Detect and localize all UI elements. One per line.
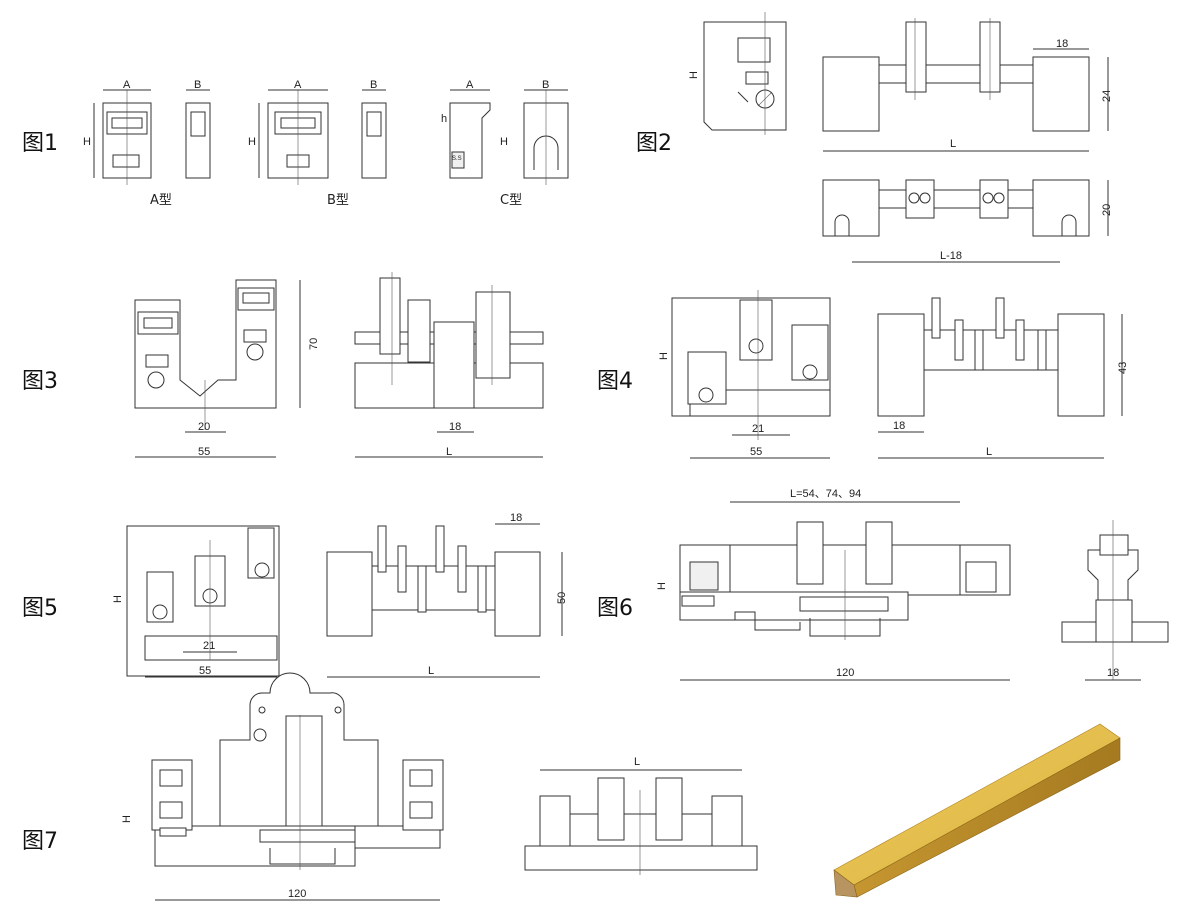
f1-a-dim: A — [123, 79, 131, 91]
figure-7-drawings: H 120 L — [121, 672, 758, 901]
figure-7-label: 图7 — [22, 829, 58, 854]
f1-b-type-a-dim: A — [294, 79, 302, 91]
figure-6-drawings: L=54、74、94 H 120 18 — [656, 488, 1169, 681]
f3-70-dim: 70 — [308, 338, 320, 350]
f7-l-dim: L — [634, 756, 640, 768]
f7-120-dim: 120 — [288, 888, 306, 900]
figure-4-label: 图4 — [597, 369, 633, 394]
figure-5-drawings: H 21 55 18 50 L — [112, 512, 568, 678]
f2-l18-dim: L-18 — [940, 250, 962, 262]
figure-5-label: 图5 — [22, 596, 58, 621]
f6-h-dim: H — [656, 582, 668, 590]
figure-3-label: 图3 — [22, 369, 58, 394]
f2-l-dim: L — [950, 138, 956, 150]
f5-18-dim: 18 — [510, 512, 522, 524]
f6-18-dim: 18 — [1107, 667, 1119, 679]
f2-20-dim: 20 — [1101, 204, 1113, 216]
f3-55-dim: 55 — [198, 446, 210, 458]
f4-43-dim: 43 — [1117, 362, 1129, 374]
f4-18-dim: 18 — [893, 420, 905, 432]
f1-h-dim: H — [83, 136, 91, 148]
f5-h-dim: H — [112, 595, 124, 603]
f6-120-dim: 120 — [836, 667, 854, 679]
f3-18-dim: 18 — [449, 421, 461, 433]
f3-20-dim: 20 — [198, 421, 210, 433]
f1-c-h-small: h — [441, 113, 447, 125]
figure-2-drawings: H 18 24 L 20 L-18 — [688, 12, 1113, 263]
wooden-bar-illustration — [833, 723, 1121, 898]
f1-b-type-b-dim: B — [370, 79, 377, 91]
f5-50-dim: 50 — [556, 592, 568, 604]
figure-1-label: 图1 — [22, 131, 58, 156]
f4-21-dim: 21 — [752, 423, 764, 435]
f1-c-hh-dim: H — [500, 136, 508, 148]
f1-c-b-dim: B — [542, 79, 549, 91]
figure-2-label: 图2 — [636, 131, 672, 156]
f4-h-dim: H — [658, 352, 670, 360]
figure-6-label: 图6 — [597, 596, 633, 621]
f5-21-dim: 21 — [203, 640, 215, 652]
f6-l-values: L=54、74、94 — [790, 488, 861, 500]
f5-l-dim: L — [428, 665, 434, 677]
f1-type-a: A型 — [150, 193, 172, 208]
f1-type-c: C型 — [500, 193, 522, 208]
f1-b-dim: B — [194, 79, 201, 91]
f2-18-dim: 18 — [1056, 38, 1068, 50]
f1-type-b: B型 — [327, 193, 349, 208]
figure-4-drawings: H 21 55 43 18 L — [658, 290, 1129, 459]
f3-l-dim: L — [446, 446, 452, 458]
f4-55-dim: 55 — [750, 446, 762, 458]
figure-3-drawings: 70 20 55 18 L — [134, 272, 544, 458]
figure-1-drawings: A H B A型 A H B B型 A h S.S — [83, 79, 569, 208]
f7-h-dim: H — [121, 815, 133, 823]
f4-l-dim: L — [986, 446, 992, 458]
f1-c-ss: S.S — [452, 156, 462, 162]
f1-b-type-h-dim: H — [248, 136, 256, 148]
f5-55-dim: 55 — [199, 665, 211, 677]
f2-h-dim: H — [688, 71, 700, 79]
f2-24-dim: 24 — [1101, 90, 1113, 102]
f1-c-a-dim: A — [466, 79, 474, 91]
